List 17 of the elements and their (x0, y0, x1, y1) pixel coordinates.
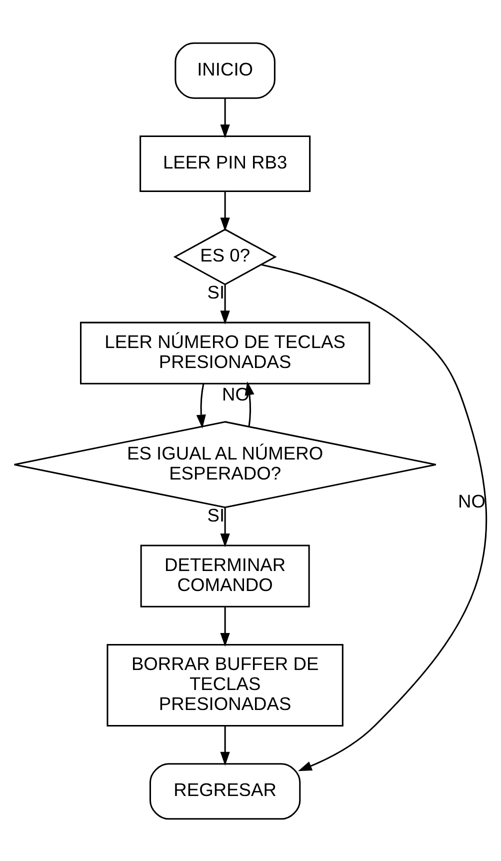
node-box: DETERMINAR COMANDO (140, 544, 310, 607)
node-box: LEER PIN RB3 (140, 135, 311, 192)
arrow (220, 190, 230, 231)
node-box: REGRESAR (149, 762, 301, 820)
arrow (261, 263, 487, 771)
node-diamond: ES 0? (173, 228, 277, 285)
arrow (196, 383, 206, 428)
node-diamond: ES IGUAL AL NÚMERO ESPERADO? (14, 420, 437, 508)
node-box: INICIO (174, 42, 276, 98)
node-box: BORRAR BUFFER DE TECLAS PRESIONADAS (106, 644, 344, 726)
edge-label: NO (458, 490, 486, 511)
arrow (220, 507, 230, 547)
arrow (220, 98, 230, 138)
node-box: LEER NÚMERO DE TECLAS PRESIONADAS (80, 321, 370, 384)
arrow (220, 606, 230, 646)
arrow (220, 725, 230, 766)
arrow (220, 284, 230, 324)
